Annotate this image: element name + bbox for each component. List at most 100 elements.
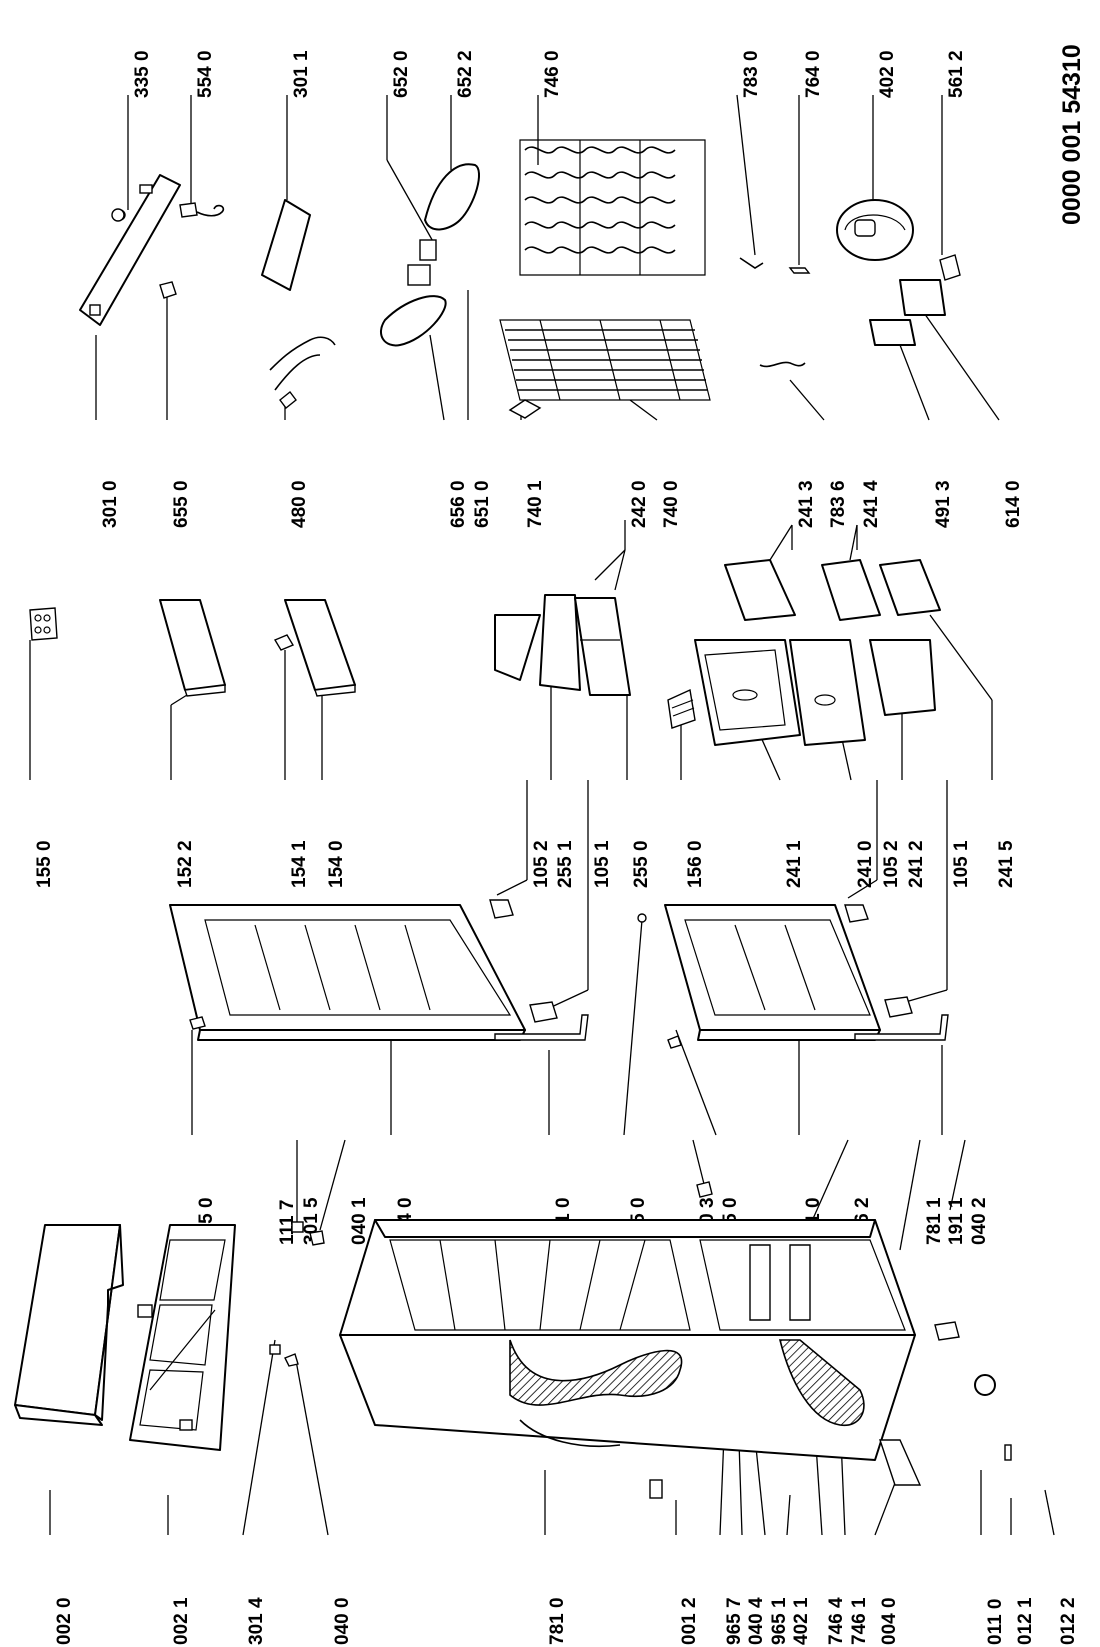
condenser-746-0 [519,139,706,276]
part-label: 001 2 [679,1597,700,1645]
glass-shelf-255-0 [539,594,581,691]
part-label: 002 1 [171,1597,192,1645]
tubes [739,257,811,368]
part-label: 764 0 [803,50,824,98]
part-label: 655 0 [171,480,192,528]
part-label: 040 4 [746,1597,767,1645]
leader-lines [29,94,1055,1536]
part-label: 652 2 [455,50,476,98]
part-label: 402 0 [877,50,898,98]
part-label: 656 0 [448,480,469,528]
glass-shelf-255-1 [494,614,541,681]
drawer-241-1 [694,639,801,746]
part-label: 040 2 [969,1197,990,1245]
part-label: 402 1 [791,1597,812,1645]
part-label: 781 0 [547,1597,568,1645]
freezer-door-104-0 [169,904,526,1041]
door-balcony-154-0 [273,599,356,697]
cover-241-5 [879,559,941,616]
part-label: 554 0 [195,50,216,98]
part-label: 746 4 [826,1597,847,1645]
drawer-241-0 [789,639,866,746]
part-label: 781 1 [924,1197,945,1245]
part-label: 105 2 [881,840,902,888]
part-label: 746 0 [542,50,563,98]
small-parts-panel [111,202,225,299]
part-label: 242 0 [629,480,650,528]
cabinet-body [339,1219,922,1486]
part-label: 652 0 [391,50,412,98]
tube-781-0 [519,1419,663,1499]
part-label: 491 3 [933,480,954,528]
part-label: 105 2 [531,840,552,888]
clip-040-0 [284,1353,299,1367]
part-label: 335 0 [132,50,153,98]
part-label: 241 5 [996,840,1017,888]
hinges [489,899,913,1023]
clip-040-3 [696,1181,713,1198]
cover-241-4 [821,559,881,621]
fan-blade-740-1 [508,399,542,419]
part-label: 301 1 [291,50,312,98]
part-label: 105 1 [592,840,613,888]
part-label: 241 3 [796,480,817,528]
part-label: 191 1 [946,1197,967,1245]
part-label: 105 1 [951,840,972,888]
part-labels: 002 0 002 1 301 4 040 0 781 0 001 2 965 … [34,50,1079,1645]
part-label: 012 1 [1015,1597,1036,1645]
part-label: 301 0 [100,480,121,528]
boxes-242-0 [574,597,631,696]
part-label: 002 0 [54,1597,75,1645]
part-label: 480 0 [289,480,310,528]
top-frame-002-1 [129,1224,236,1451]
compressor-402-0 [836,199,914,261]
part-label: 783 6 [828,480,849,528]
part-label: 155 0 [34,840,55,888]
drawer-241-2 [869,639,936,716]
part-label: 965 1 [769,1597,790,1645]
part-label: 746 1 [849,1597,870,1645]
part-label: 965 7 [724,1597,745,1645]
part-label: 783 0 [741,50,762,98]
part-label: 301 4 [246,1597,267,1645]
part-label: 040 1 [349,1197,370,1245]
door-bars [494,1014,949,1041]
part-label: 152 2 [175,840,196,888]
part-label: 255 0 [631,840,652,888]
part-label: 255 1 [555,840,576,888]
part-label: 011 0 [985,1599,1006,1646]
cover-241-3 [724,559,796,621]
small-clips [269,1181,713,1367]
control-panel-301-0 [79,174,181,326]
part-label: 111 7 [277,1200,298,1245]
part-label: 156 0 [685,840,706,888]
relays [869,254,961,346]
part-label: 241 0 [855,840,876,888]
door-balcony-152-2 [159,599,226,697]
part-label: 004 0 [879,1597,900,1645]
part-label: 740 0 [661,480,682,528]
part-label: 154 1 [289,840,310,888]
part-label: 154 0 [326,840,347,888]
card-301-1 [261,199,311,291]
part-155-0 [29,607,58,641]
part-label: 241 4 [861,480,882,528]
part-label: 012 2 [1058,1597,1079,1645]
part-label: 614 0 [1003,480,1024,528]
rack-156-0 [667,688,696,729]
part-label: 241 1 [784,840,805,888]
wiring-480-0 [269,336,336,409]
feet [934,1321,1012,1461]
part-label: 040 0 [332,1597,353,1645]
fridge-door-101-0 [637,904,881,1049]
clip-040-1 [309,1230,325,1246]
fan-assembly [380,163,480,347]
part-label: 651 0 [472,480,493,528]
part-label: 740 1 [525,480,546,528]
evaporator-740-0 [499,319,711,401]
top-cover-002-0 [14,1224,124,1426]
part-label: 561 2 [946,50,967,98]
clip-301-4 [269,1344,281,1355]
clip-301-5 [291,1221,304,1233]
